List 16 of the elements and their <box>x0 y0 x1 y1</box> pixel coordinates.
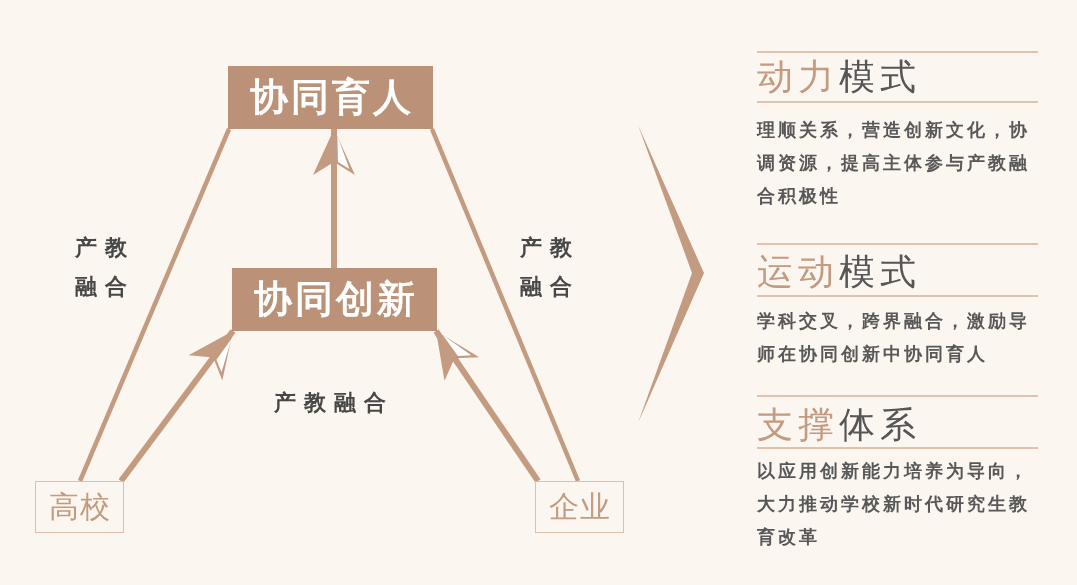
connector-line <box>429 128 581 482</box>
body-text: 理顺关系，营造创新文化，协调资源，提高主体参与产教融合积极性 <box>757 118 1031 208</box>
connector-line <box>77 128 232 482</box>
section-heading: 运动模式 <box>757 250 921 294</box>
body-text: 学科交叉，跨界融合，激励导师在协同创新中协同育人 <box>757 309 1031 366</box>
arrow <box>433 329 541 483</box>
section-heading: 动力模式 <box>757 55 921 99</box>
entity-box: 高校 <box>35 481 124 533</box>
arrow <box>313 129 355 268</box>
section-heading: 支撑体系 <box>757 403 921 447</box>
note-text: 产教融合 <box>274 389 394 417</box>
body-text: 以应用创新能力培养为导向，大力推动学校新时代研究生教育改革 <box>757 459 1031 549</box>
process-box: 协同育人 <box>228 66 433 129</box>
arrow <box>118 329 236 483</box>
entity-box: 企业 <box>535 481 624 533</box>
process-box: 协同创新 <box>232 268 437 331</box>
